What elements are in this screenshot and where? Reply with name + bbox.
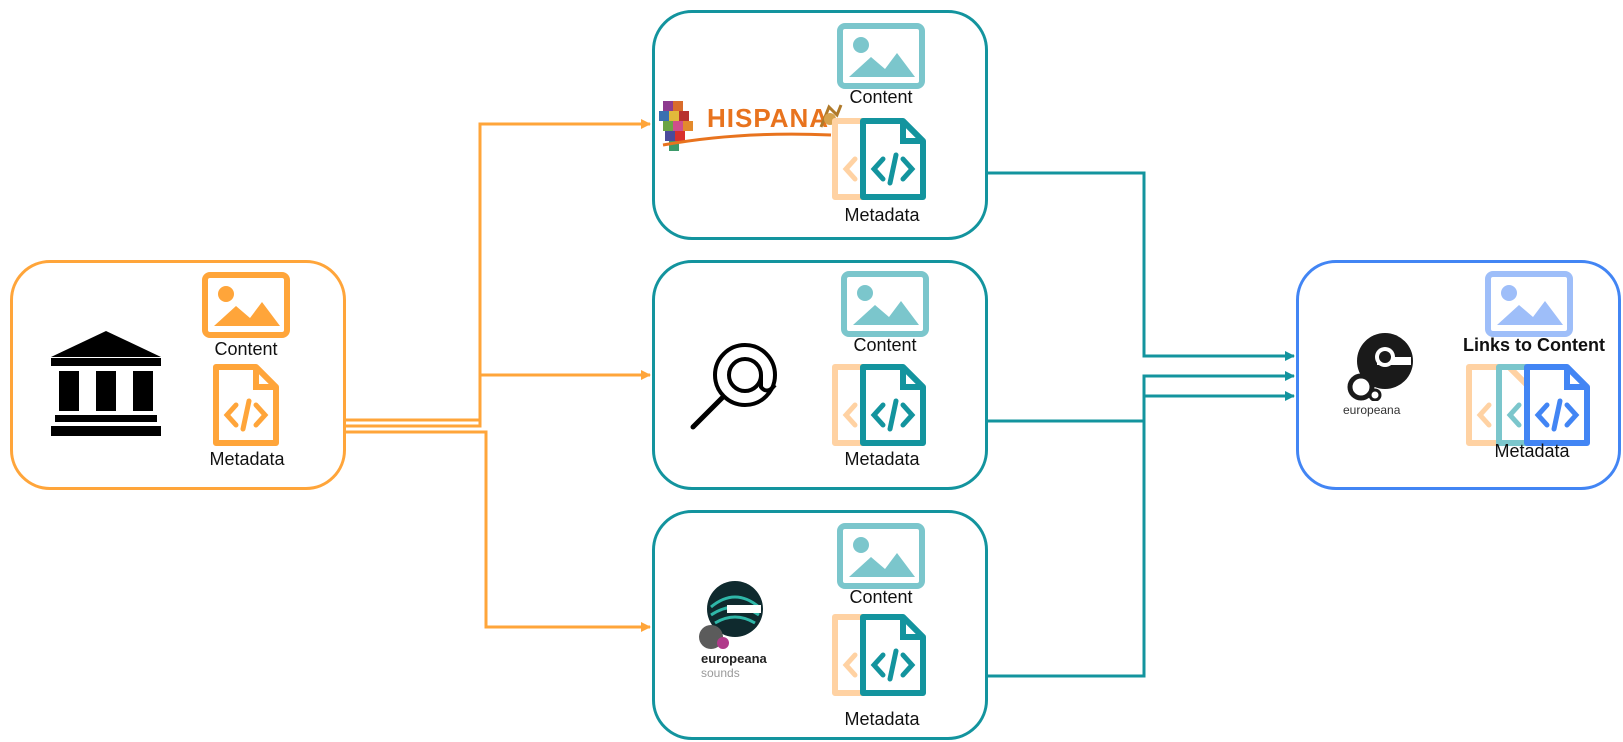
europeana-box: europeana Links to Content Metadata bbox=[1296, 260, 1621, 490]
sounds-logo-text-1: europeana bbox=[701, 651, 767, 666]
hispana-logo-text: HISPANA bbox=[707, 103, 830, 133]
image-icon bbox=[1485, 271, 1573, 337]
arrow-provider-to-sounds bbox=[336, 430, 651, 632]
arrow-sounds-to-europeana bbox=[988, 391, 1295, 678]
provider-metadata-label: Metadata bbox=[209, 449, 285, 469]
search-metadata-label: Metadata bbox=[844, 449, 920, 469]
hispana-metadata-label: Metadata bbox=[844, 205, 920, 225]
europeana-logo: europeana bbox=[1343, 329, 1433, 419]
europeana-metadata-label: Metadata bbox=[1494, 441, 1570, 461]
code-file-icon bbox=[860, 614, 926, 696]
code-file-icon bbox=[213, 364, 279, 446]
provider-content-label: Content bbox=[214, 339, 278, 359]
code-file-icon bbox=[860, 364, 926, 446]
provider-box: Content Metadata bbox=[10, 260, 346, 490]
sounds-metadata-label: Metadata bbox=[844, 709, 920, 729]
europeana-sounds-logo: europeana sounds bbox=[697, 577, 797, 687]
arrow-hispana-to-europeana bbox=[988, 171, 1295, 361]
arrow-provider-to-hispana bbox=[336, 119, 651, 422]
image-icon bbox=[837, 523, 925, 589]
arrow-provider-to-search bbox=[336, 370, 651, 428]
arrow-search-to-europeana bbox=[988, 371, 1295, 423]
aggregator-search-box: Content Metadata bbox=[652, 260, 988, 490]
sounds-content-label: Content bbox=[849, 587, 913, 607]
code-file-icon bbox=[1524, 364, 1590, 446]
hispana-content-label: Content bbox=[849, 87, 913, 107]
code-file-icon bbox=[860, 118, 926, 200]
search-content-label: Content bbox=[853, 335, 917, 355]
hispana-mosaic-icon bbox=[659, 101, 693, 151]
europeana-sounds-mark-icon bbox=[699, 581, 763, 649]
image-icon bbox=[841, 271, 929, 337]
search-at-icon bbox=[690, 343, 777, 430]
hispana-logo: HISPANA bbox=[659, 99, 849, 159]
europeana-content-label: Links to Content bbox=[1463, 335, 1605, 355]
aggregator-sounds-box: europeana sounds Content Metadata bbox=[652, 510, 988, 740]
europeana-logo-text: europeana bbox=[1343, 403, 1401, 417]
image-icon bbox=[837, 23, 925, 89]
europeana-e-icon bbox=[1347, 333, 1413, 401]
sounds-logo-text-2: sounds bbox=[701, 666, 740, 680]
aggregator-hispana-box: HISPANA Content Metadata bbox=[652, 10, 988, 240]
image-icon bbox=[202, 272, 290, 338]
hispana-swoosh bbox=[662, 132, 832, 147]
institution-icon bbox=[51, 331, 161, 436]
